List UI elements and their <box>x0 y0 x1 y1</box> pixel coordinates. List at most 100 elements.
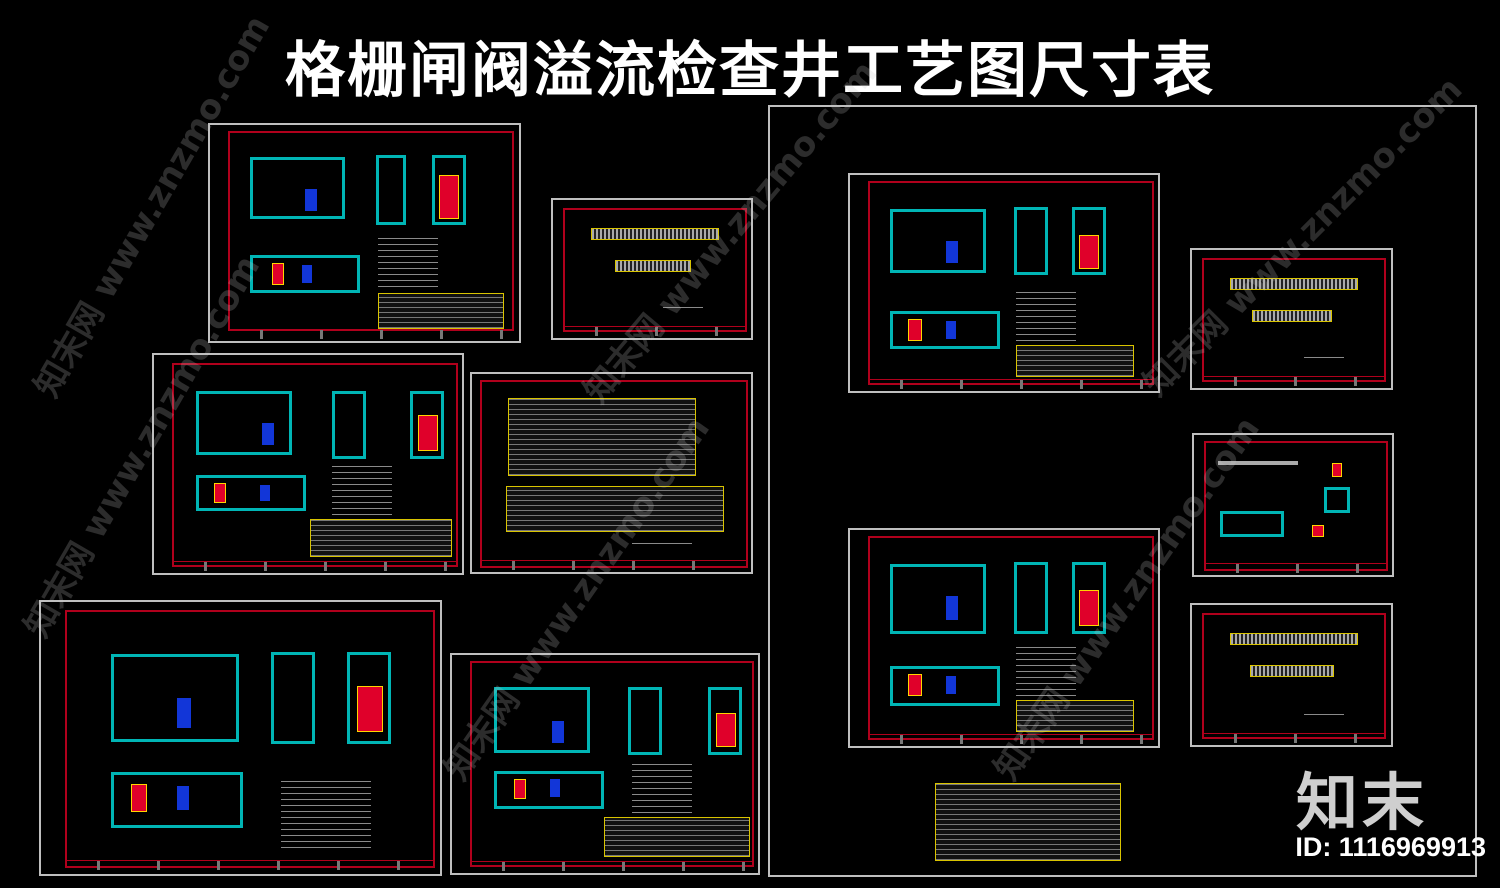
valve-red <box>514 779 526 799</box>
dimension-table <box>310 519 452 557</box>
well-side-view <box>332 391 366 459</box>
note-line <box>632 538 692 544</box>
valve-blue <box>946 676 956 694</box>
table-strip <box>1252 310 1332 322</box>
well-side-view <box>432 155 466 225</box>
well-plan-view <box>250 255 360 293</box>
title-bar <box>1206 563 1386 573</box>
well-side-view <box>708 687 742 755</box>
valve-blue <box>550 779 560 797</box>
note-line <box>1304 709 1344 715</box>
well-section-view <box>890 564 986 634</box>
valve-red <box>1079 235 1099 269</box>
drawing-sheet-5 <box>39 600 442 876</box>
detail-plan <box>1220 511 1284 537</box>
valve-blue <box>260 485 270 501</box>
well-side-view <box>410 391 444 459</box>
well-side-view <box>1072 562 1106 634</box>
title-bar <box>565 326 745 336</box>
valve-blue <box>262 423 274 445</box>
valve-red <box>357 686 383 732</box>
drawing-sheet-7 <box>848 173 1160 393</box>
note-line <box>1304 352 1344 358</box>
image-id: ID: 1116969913 <box>1295 832 1486 862</box>
dimension-table <box>1016 700 1134 732</box>
dimension-table <box>506 486 724 532</box>
well-plan-view <box>890 666 1000 706</box>
well-section-view <box>494 687 590 753</box>
drawing-notes <box>281 778 371 848</box>
title-bar <box>174 561 456 571</box>
drawing-sheet-2 <box>551 198 753 340</box>
valve-blue <box>552 721 564 743</box>
valve-blue <box>305 189 317 211</box>
valve-blue <box>302 265 312 283</box>
valve-red <box>131 784 147 812</box>
well-plan-view <box>196 475 306 511</box>
valve-blue <box>946 241 958 263</box>
well-plan-view <box>890 311 1000 349</box>
drawing-notes <box>632 763 692 813</box>
well-plan-view <box>111 772 243 828</box>
title-bar <box>482 560 746 570</box>
drawing-notes <box>1016 646 1076 696</box>
dimension-table <box>378 293 504 329</box>
well-section-view <box>890 209 986 273</box>
title-bar <box>472 861 752 871</box>
dimension-table <box>508 398 696 476</box>
well-side-view <box>628 687 662 755</box>
standalone-dimension-table <box>935 783 1121 861</box>
page-title: 格栅闸阀溢流检查井工艺图尺寸表 <box>285 36 1215 106</box>
valve-red <box>418 415 438 451</box>
valve-red <box>716 713 736 747</box>
dimension-table <box>604 817 750 857</box>
drawing-sheet-3 <box>152 353 464 575</box>
valve-red <box>1079 590 1099 626</box>
table-strip <box>615 260 691 272</box>
note-line <box>663 302 703 308</box>
table-strip <box>1250 665 1334 677</box>
well-section-view <box>111 654 239 742</box>
drawing-sheet-8 <box>1190 248 1393 390</box>
table-strip <box>591 228 719 240</box>
valve-red <box>214 483 226 503</box>
well-side-view <box>376 155 406 225</box>
valve-blue <box>946 321 956 339</box>
valve-blue <box>946 596 958 620</box>
well-side-view <box>347 652 391 744</box>
well-side-view <box>1072 207 1106 275</box>
pipe-detail <box>1218 461 1298 465</box>
drawing-sheet-11 <box>1190 603 1393 747</box>
title-bar <box>1204 376 1384 386</box>
well-side-view <box>1014 562 1048 634</box>
brand-logo: 知末 <box>1295 766 1428 839</box>
valve-blue <box>177 786 189 810</box>
valve-red <box>908 319 922 341</box>
drawing-sheet-4 <box>470 372 753 574</box>
valve-red <box>1312 525 1324 537</box>
well-section-view <box>250 157 345 219</box>
dimension-table <box>1016 345 1134 377</box>
well-section-view <box>196 391 292 455</box>
title-bar <box>870 734 1152 744</box>
valve-blue <box>177 698 191 728</box>
table-strip <box>1230 633 1358 645</box>
well-side-view <box>1014 207 1048 275</box>
well-plan-view <box>494 771 604 809</box>
drawing-sheet-10 <box>848 528 1160 748</box>
drawing-sheet-6 <box>450 653 760 875</box>
valve-red <box>1332 463 1342 477</box>
title-bar <box>1204 733 1384 743</box>
detail-side <box>1324 487 1350 513</box>
drawing-notes <box>378 237 438 287</box>
drawing-sheet-9 <box>1192 433 1394 577</box>
table-strip <box>1230 278 1358 290</box>
title-bar <box>67 860 433 870</box>
well-side-view <box>271 652 315 744</box>
valve-red <box>908 674 922 696</box>
title-bar <box>870 379 1152 389</box>
title-bar <box>230 329 512 339</box>
drawing-sheet-1 <box>208 123 521 343</box>
valve-red <box>439 175 459 219</box>
drawing-notes <box>1016 291 1076 341</box>
